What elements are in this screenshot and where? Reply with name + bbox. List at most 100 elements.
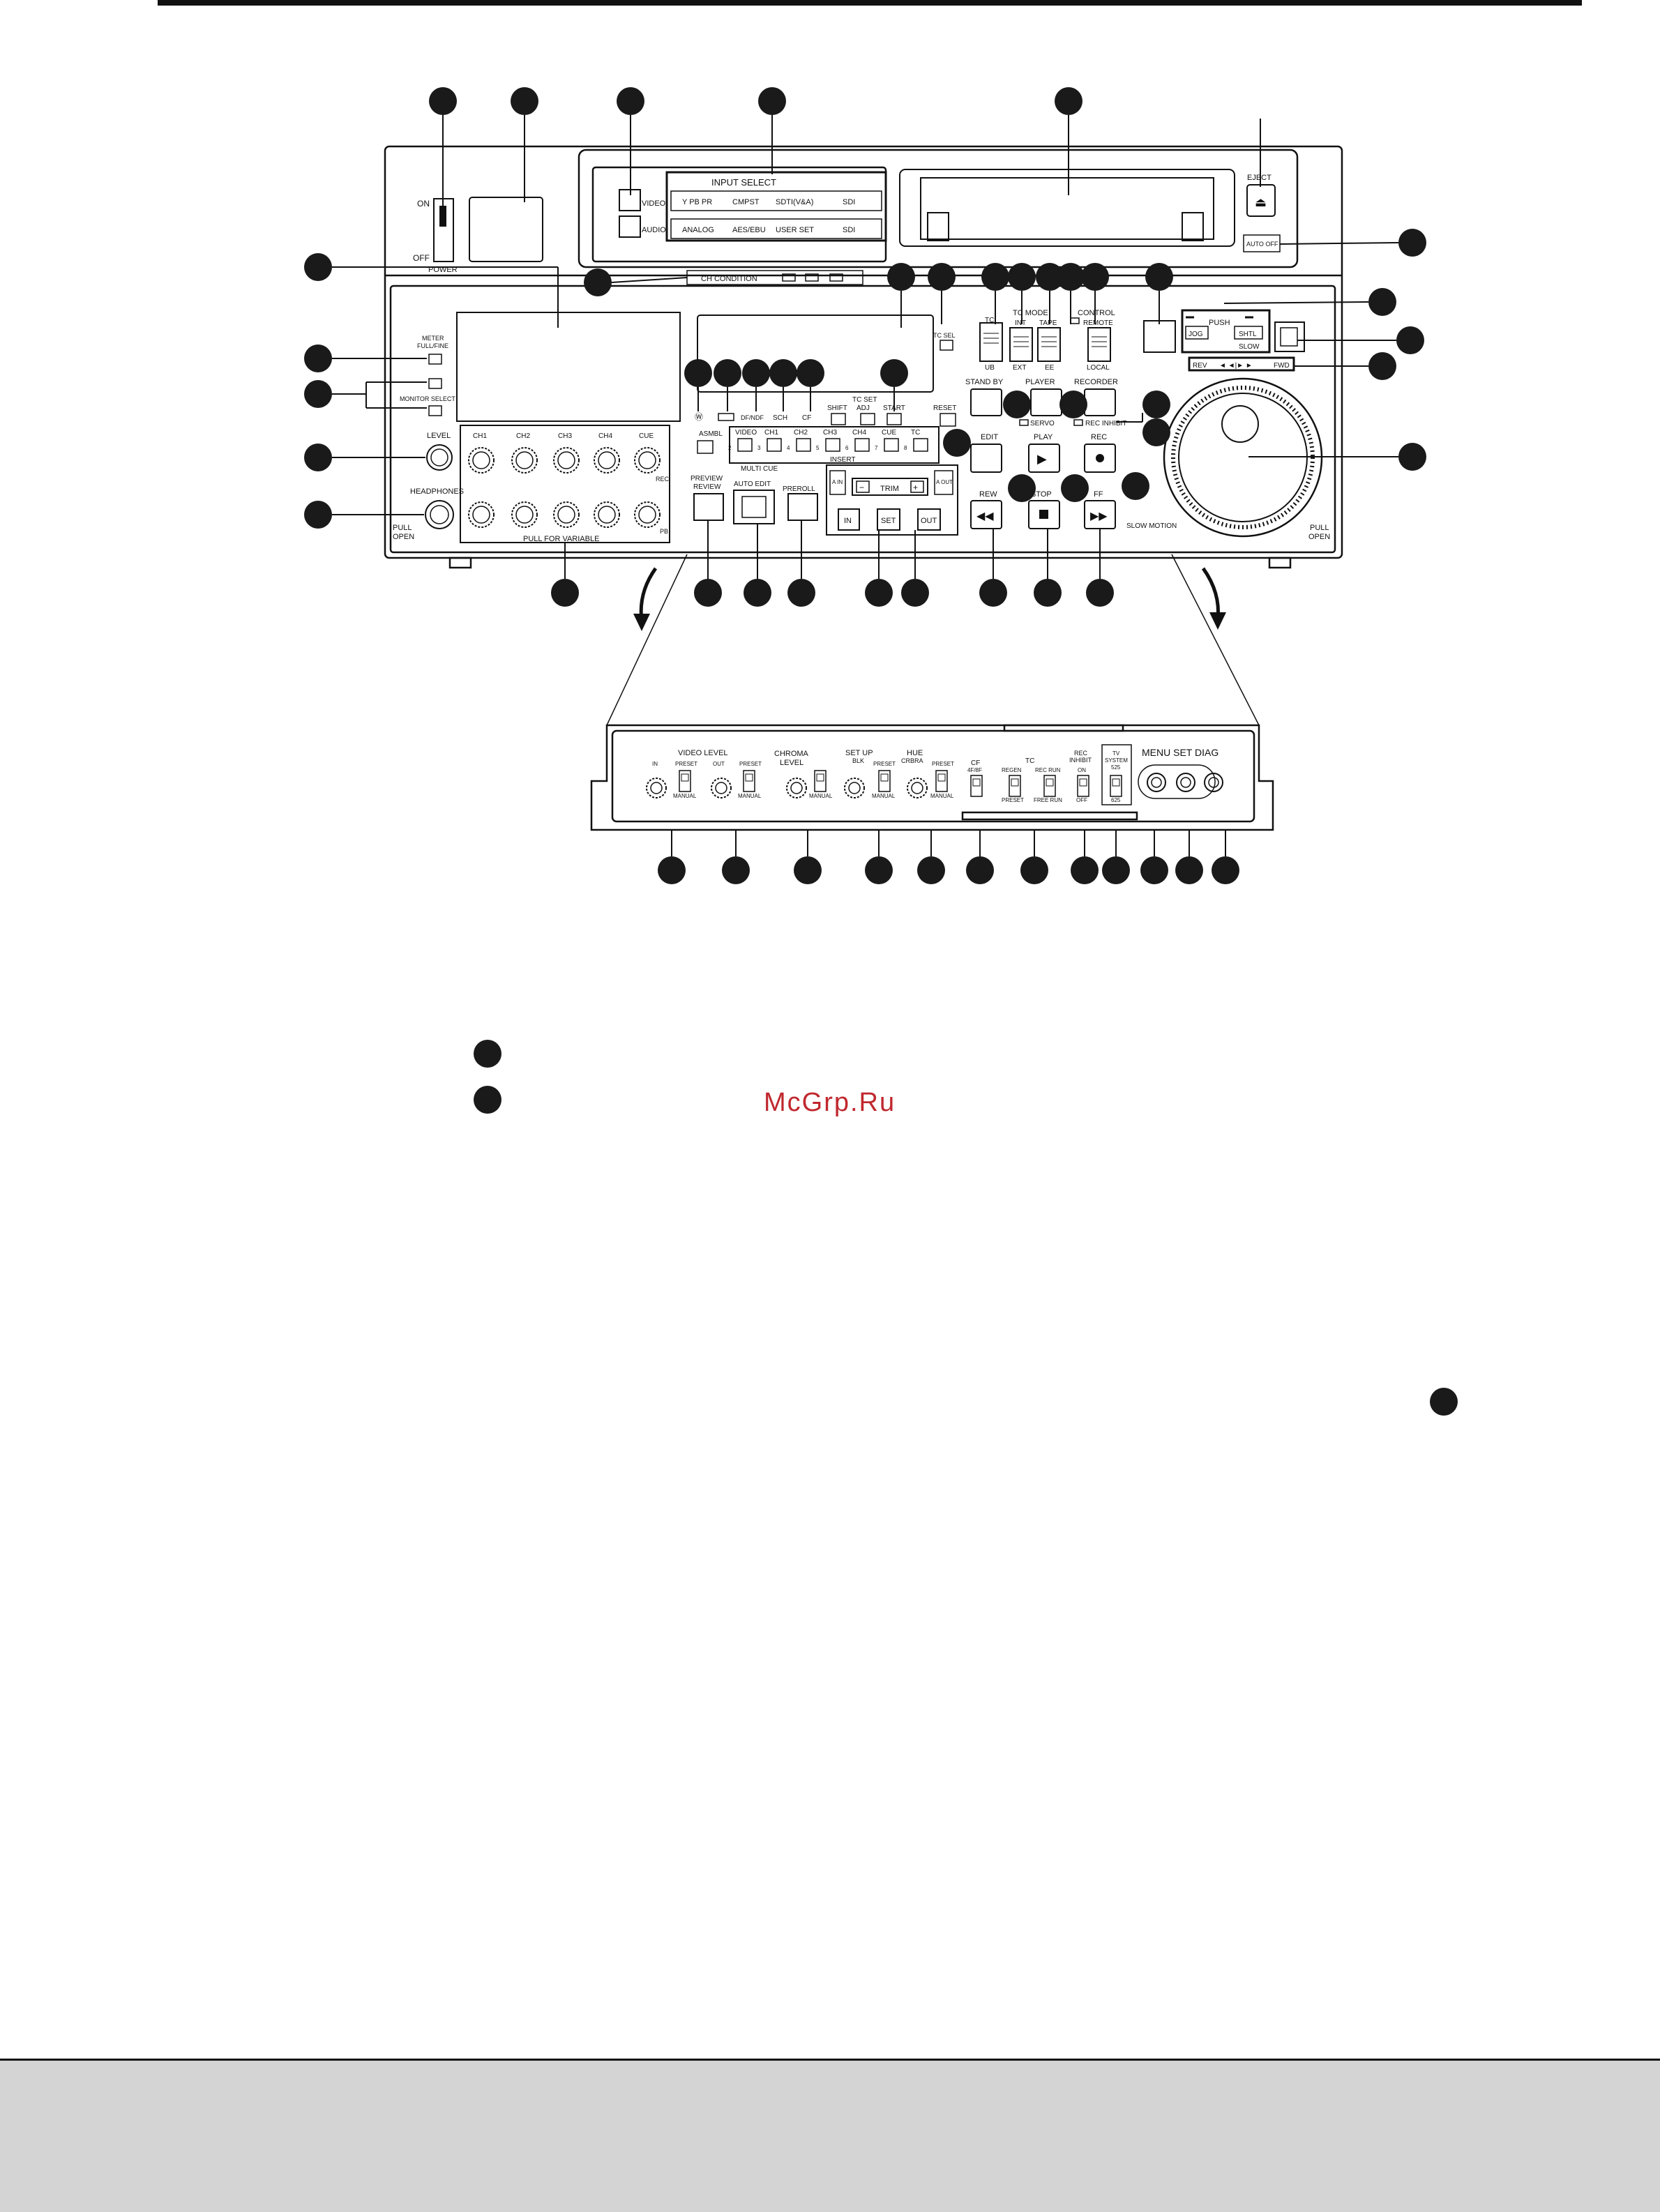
insert-channel-button[interactable] <box>825 438 840 452</box>
level-knob[interactable] <box>426 444 453 471</box>
int-ext-switch[interactable] <box>1009 327 1033 362</box>
channel-level-knob[interactable] <box>511 447 538 474</box>
callout-bullet <box>794 856 822 884</box>
fwd-label: FWD <box>1274 362 1290 370</box>
channel-level-knob[interactable] <box>594 501 620 528</box>
monitor-select-l-button[interactable] <box>428 378 442 389</box>
asmbl-button[interactable] <box>697 440 714 454</box>
cf-label: CF <box>971 759 980 767</box>
adjust-knob[interactable] <box>907 778 928 798</box>
callout-bullet <box>1008 263 1036 291</box>
tc-sel-button[interactable] <box>940 340 953 351</box>
trim-plus-button[interactable] <box>910 480 924 493</box>
channel-level-knob[interactable] <box>634 447 661 474</box>
stand-by-button[interactable] <box>970 388 1002 416</box>
insert-channel-button[interactable] <box>854 438 870 452</box>
tape-ee-switch[interactable] <box>1037 327 1061 362</box>
tc-set-button[interactable] <box>886 413 902 425</box>
setup-blk-label: BLK <box>852 757 864 764</box>
adjust-knob[interactable] <box>844 778 865 798</box>
callout-bullet <box>943 429 971 457</box>
adjust-knob[interactable] <box>786 778 807 798</box>
preset-manual-switch[interactable] <box>1043 775 1056 797</box>
reset-button[interactable] <box>940 413 956 427</box>
monitor-select-r-button[interactable] <box>428 405 442 416</box>
preset-manual-switch[interactable] <box>1077 775 1089 797</box>
preset-manual-switch[interactable] <box>1009 775 1021 797</box>
channel-level-knob[interactable] <box>553 447 580 474</box>
channel-knob-inner <box>598 451 616 469</box>
video-options-row <box>670 190 882 211</box>
ub-label: UB <box>985 364 995 372</box>
rec-inhibit-lamp <box>1073 419 1083 426</box>
menu-button[interactable] <box>1143 320 1176 353</box>
a-out-button[interactable] <box>934 470 953 495</box>
control-switch[interactable] <box>1087 327 1111 362</box>
callout-bullet <box>304 444 332 471</box>
trim-minus-button[interactable] <box>856 480 870 493</box>
player-button[interactable] <box>1030 388 1062 416</box>
insert-channel-button[interactable] <box>913 438 928 452</box>
meter-full-fine-button[interactable] <box>428 354 442 365</box>
menu-set-diag-button[interactable] <box>1204 773 1223 792</box>
adjust-knob[interactable] <box>646 778 667 798</box>
preroll-button[interactable] <box>787 493 818 521</box>
set-button[interactable] <box>877 508 900 531</box>
channel-level-knob[interactable] <box>553 501 580 528</box>
stop-button[interactable] <box>1028 500 1060 529</box>
preset-manual-switch[interactable] <box>743 770 755 792</box>
preset-manual-switch[interactable] <box>814 770 827 792</box>
channel-knob-inner <box>557 451 575 469</box>
headphones-jack-inner <box>430 505 449 524</box>
ch-condition-lamp <box>782 273 796 282</box>
channel-level-knob[interactable] <box>511 501 538 528</box>
eject-label: EJECT <box>1247 174 1272 182</box>
auto-edit-button[interactable] <box>733 490 775 524</box>
recorder-button[interactable] <box>1084 388 1116 416</box>
tc-set-button[interactable] <box>860 413 875 425</box>
preset-manual-switch[interactable] <box>1110 775 1122 797</box>
callout-bullet <box>1142 391 1170 418</box>
jog-button[interactable] <box>1185 326 1209 340</box>
insert-channel-button[interactable] <box>884 438 899 452</box>
insert-channel-button[interactable] <box>796 438 811 452</box>
sub-panel-label: OUT <box>713 761 725 767</box>
insert-channel-button[interactable] <box>737 438 753 452</box>
ff-icon: ▶▶ <box>1090 510 1108 522</box>
edit-button[interactable] <box>970 444 1002 473</box>
tc-set-button[interactable] <box>831 413 846 425</box>
insert-channel-button[interactable] <box>767 438 782 452</box>
auto-edit-label: AUTO EDIT <box>734 480 771 488</box>
preset-manual-switch[interactable] <box>970 775 983 797</box>
pal-indicator-icon: Ⓦ <box>695 412 703 422</box>
a-in-button[interactable] <box>829 470 846 495</box>
in-button[interactable] <box>838 508 860 531</box>
preview-review-button[interactable] <box>693 493 724 521</box>
preset-manual-switch[interactable] <box>878 770 891 792</box>
channel-level-knob[interactable] <box>468 447 495 474</box>
shtl-button[interactable] <box>1234 326 1263 340</box>
play-button[interactable] <box>1028 444 1060 473</box>
rew-button[interactable] <box>970 500 1002 529</box>
preset-manual-switch[interactable] <box>679 770 691 792</box>
preroll-label: PREROLL <box>783 485 815 493</box>
channel-level-knob[interactable] <box>468 501 495 528</box>
ff-label: FF <box>1094 490 1103 499</box>
channel-level-knob[interactable] <box>594 447 620 474</box>
out-button[interactable] <box>917 508 941 531</box>
audio-input-button[interactable] <box>619 215 641 238</box>
rew-label: REW <box>979 490 997 499</box>
menu-set-diag-button[interactable] <box>1176 773 1195 792</box>
headphones-jack[interactable] <box>425 500 454 529</box>
channel-level-knob[interactable] <box>634 501 661 528</box>
rec-button[interactable] <box>1084 444 1116 473</box>
callout-bullet <box>429 87 457 115</box>
preset-manual-switch[interactable] <box>935 770 948 792</box>
fold-arrow-right-icon <box>1201 567 1221 620</box>
switch-lever <box>1011 778 1019 787</box>
power-switch[interactable] <box>433 198 454 262</box>
switch-lever <box>816 773 824 782</box>
menu-set-diag-button[interactable] <box>1147 773 1166 792</box>
tc-ub-switch[interactable] <box>979 322 1003 362</box>
adjust-knob[interactable] <box>711 778 732 798</box>
